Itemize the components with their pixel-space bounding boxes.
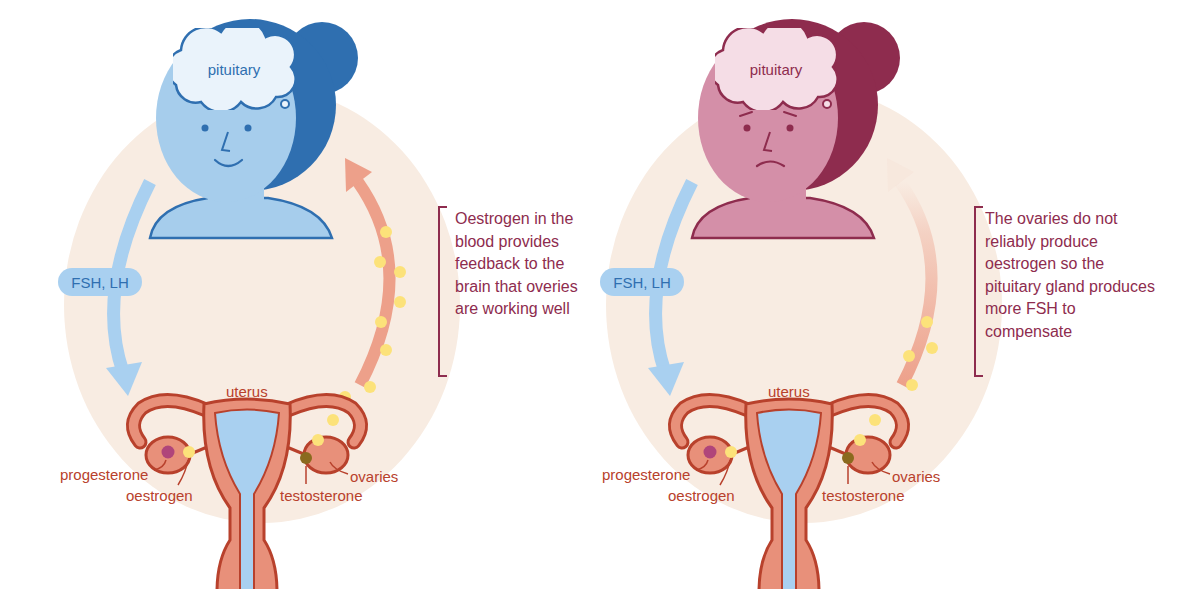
head xyxy=(692,19,900,238)
hormone-name: FSH, LH xyxy=(613,274,671,291)
leader-lines xyxy=(696,460,890,485)
organ-name: pituitary xyxy=(750,61,803,78)
frown xyxy=(757,162,784,167)
right-panel xyxy=(606,19,1002,589)
part-name: ovaries xyxy=(350,468,398,486)
brain-cloud: pituitary xyxy=(173,28,295,110)
part-name: ovaries xyxy=(892,468,940,486)
bracket xyxy=(439,207,447,376)
part-name: uterus xyxy=(768,383,810,401)
hormone-name: FSH, LH xyxy=(71,274,129,291)
arrowhead xyxy=(106,362,142,396)
part-name: oestrogen xyxy=(126,487,193,505)
feedback-arrow xyxy=(900,182,932,385)
part-name: oestrogen xyxy=(668,487,735,505)
eyebrows xyxy=(740,112,796,116)
leader-lines xyxy=(154,460,348,485)
part-name: progesterone xyxy=(60,466,148,484)
left-panel xyxy=(64,19,460,589)
brain-cloud: pituitary xyxy=(715,28,837,110)
part-name: progesterone xyxy=(602,466,690,484)
smile xyxy=(215,160,242,166)
bracket xyxy=(975,207,983,376)
part-name: testosterone xyxy=(280,487,363,505)
arrowhead xyxy=(345,158,372,192)
arrowhead xyxy=(887,158,914,192)
callout-text: Oestrogen in the blood provides feedback… xyxy=(455,208,587,321)
part-name: testosterone xyxy=(822,487,905,505)
arrowhead xyxy=(648,362,684,396)
head xyxy=(150,19,358,238)
callout-text: The ovaries do not reliably produce oest… xyxy=(985,208,1160,343)
part-name: uterus xyxy=(226,383,268,401)
organ-name: pituitary xyxy=(208,61,261,78)
hormone-pill: FSH, LH xyxy=(58,268,142,296)
hormone-pill: FSH, LH xyxy=(600,268,684,296)
